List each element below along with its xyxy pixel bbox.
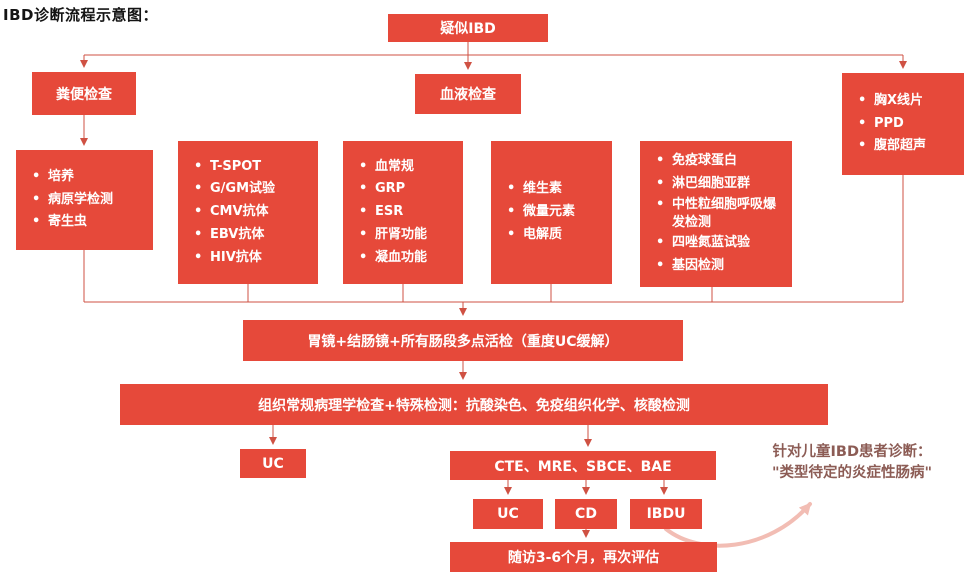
list-item: 免疫球蛋白 [652,150,788,173]
node-cd: CD [555,499,617,529]
list-item: G/GM试验 [190,178,310,201]
list-item: 基因检测 [652,255,788,278]
list-item: 腹部超声 [854,135,956,158]
node-stool-exam: 粪便检查 [32,72,136,115]
node-imaging-exams: CTE、MRE、SBCE、BAE [450,451,716,480]
list-item: 凝血功能 [355,247,455,270]
node-nutrition-list: 维生素 微量元素 电解质 [491,141,612,284]
list-item: 培养 [28,166,145,189]
list-item: 寄生虫 [28,211,145,234]
list-item: ESR [355,201,455,224]
annotation-note: 针对儿童IBD患者诊断： "类型待定的炎症性肠病" [735,442,969,484]
list-item: 淋巴细胞亚群 [652,173,788,196]
node-pathology: 组织常规病理学检查+特殊检测：抗酸染色、免疫组织化学、核酸检测 [120,384,828,425]
node-imaging-baseline-list: 胸X线片 PPD 腹部超声 [842,73,964,175]
list-item: T-SPOT [190,156,310,179]
node-uc: UC [473,499,543,529]
list-item: 中性粒细胞呼吸爆发检测 [652,196,788,232]
node-blood-exam: 血液检查 [415,74,521,114]
list-item: 维生素 [503,178,604,201]
list-item: 胸X线片 [854,90,956,113]
node-ibdu: IBDU [630,499,702,529]
node-endoscopy: 胃镜+结肠镜+所有肠段多点活检（重度UC缓解） [243,320,683,361]
list-item: EBV抗体 [190,224,310,247]
list-item: PPD [854,113,956,136]
list-item: 肝肾功能 [355,224,455,247]
annotation-line-2: "类型待定的炎症性肠病" [771,465,933,482]
node-infection-tests-list: T-SPOT G/GM试验 CMV抗体 EBV抗体 HIV抗体 [178,141,318,284]
node-blood-routine-list: 血常规 GRP ESR 肝肾功能 凝血功能 [343,141,463,284]
list-item: 病原学检测 [28,189,145,212]
node-uc-branch: UC [240,449,306,478]
list-item: 四唑氮蓝试验 [652,232,788,255]
node-immunology-list: 免疫球蛋白 淋巴细胞亚群 中性粒细胞呼吸爆发检测 四唑氮蓝试验 基因检测 [640,141,792,287]
node-stool-tests-list: 培养 病原学检测 寄生虫 [16,150,153,250]
list-item: 微量元素 [503,201,604,224]
list-item: HIV抗体 [190,247,310,270]
list-item: CMV抗体 [190,201,310,224]
node-suspected-ibd: 疑似IBD [388,14,548,42]
annotation-line-1: 针对儿童IBD患者诊断： [772,444,932,460]
list-item: GRP [355,178,455,201]
diagram-title: IBD诊断流程示意图： [3,6,158,24]
node-followup: 随访3-6个月，再次评估 [450,542,717,572]
list-item: 电解质 [503,224,604,247]
list-item: 血常规 [355,156,455,179]
